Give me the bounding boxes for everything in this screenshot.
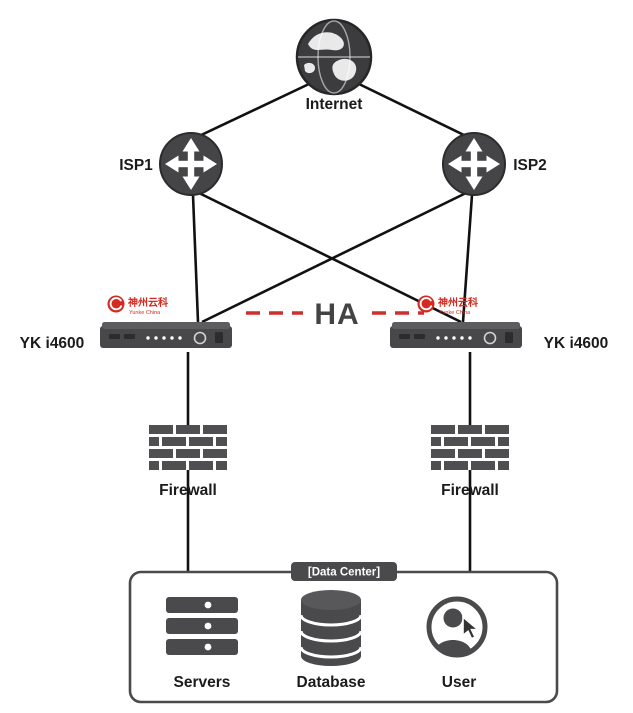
database-label: Database <box>297 674 366 691</box>
isp2-label: ISP2 <box>513 157 547 174</box>
ha-label: HA <box>314 298 359 331</box>
lb-right-label: YK i4600 <box>544 335 609 352</box>
lb-right-appliance-icon <box>389 321 523 349</box>
edge-isp2-lb-left <box>201 191 467 324</box>
edge-isp1-lb-left <box>191 194 200 323</box>
vendor-sub-left: Yunke China <box>129 310 161 316</box>
firewall-right-label: Firewall <box>441 482 499 499</box>
firewall-left-icon <box>149 425 227 470</box>
datacenter-badge <box>291 562 397 581</box>
connection-lines <box>186 82 474 572</box>
lb-left-label: YK i4600 <box>20 335 85 352</box>
internet-globe-icon <box>295 18 373 96</box>
internet-label: Internet <box>306 96 363 113</box>
isp1-router-icon <box>159 132 223 196</box>
servers-label: Servers <box>174 674 231 691</box>
vendor-name-left: 神州云科 <box>128 296 168 309</box>
user-icon <box>426 596 488 658</box>
edge-isp2-lb-right <box>461 194 474 323</box>
vendor-sub-right: Yunke China <box>439 310 471 316</box>
vendor-logo-right: 神州云科 Yunke China <box>416 294 478 316</box>
isp1-label: ISP1 <box>119 157 153 174</box>
servers-icon <box>166 597 238 655</box>
vendor-logo-left: 神州云科 Yunke China <box>106 294 168 316</box>
edge-isp1-lb-right <box>198 191 462 324</box>
vendor-name-right: 神州云科 <box>438 296 478 309</box>
cursor-arrow-icon <box>462 615 481 640</box>
isp2-router-icon <box>442 132 506 196</box>
datacenter-label: [Data Center] <box>308 567 380 579</box>
edge-internet-isp2 <box>358 82 469 139</box>
datacenter-group: [Data Center] Servers Database <box>128 562 559 704</box>
ha-link: HA <box>246 298 424 331</box>
user-label: User <box>442 674 476 691</box>
edge-internet-isp1 <box>196 82 310 139</box>
database-icon <box>299 590 363 666</box>
lb-left-appliance-icon <box>99 321 233 349</box>
firewall-left-label: Firewall <box>159 482 217 499</box>
firewall-right-icon <box>431 425 509 470</box>
